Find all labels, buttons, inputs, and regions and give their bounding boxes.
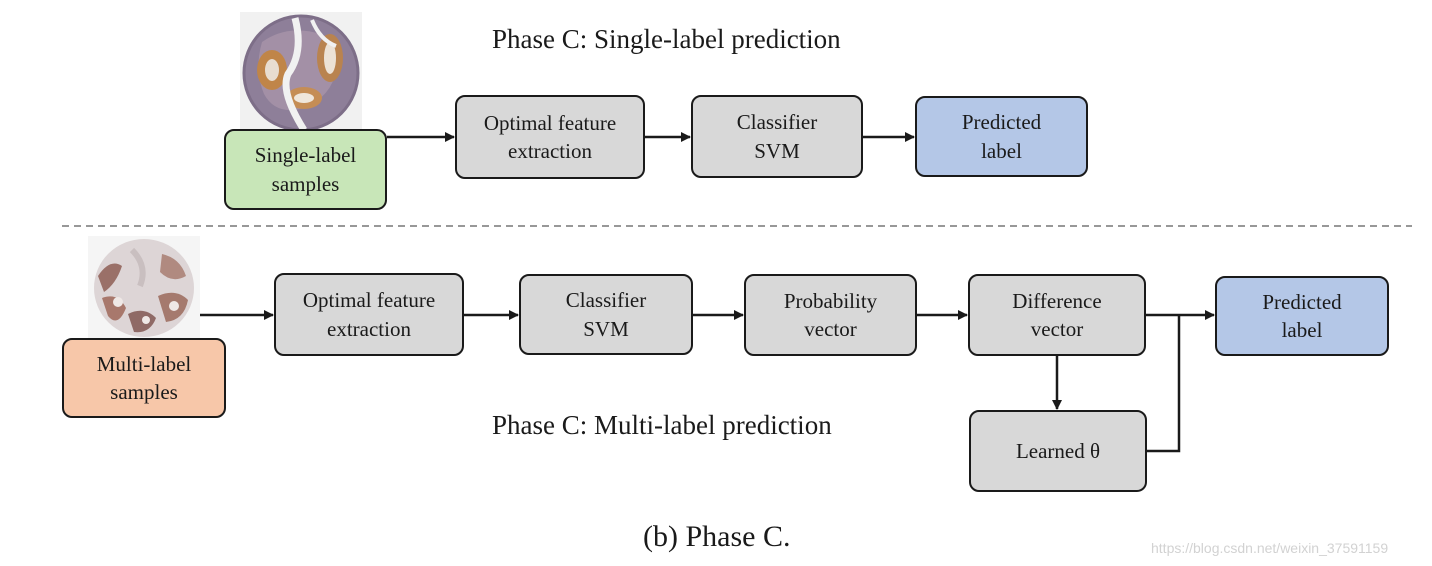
learned-theta-box: Learned θ	[969, 410, 1147, 492]
single-label-phase-title: Phase C: Single-label prediction	[492, 24, 841, 54]
multi-predicted-label-box: Predicted label	[1215, 276, 1389, 356]
single-predicted-label-box: Predicted label	[915, 96, 1088, 177]
multi-label-samples-box: Multi-label samples	[62, 338, 226, 418]
multi-label-tissue-image	[88, 236, 200, 340]
connector-theta-to-output	[1147, 315, 1181, 453]
difference-vector-box: Difference vector	[968, 274, 1146, 356]
watermark-text: https://blog.csdn.net/weixin_37591159	[1151, 540, 1389, 556]
probability-vector-box: Probability vector	[744, 274, 917, 356]
multi-feature-extraction-box: Optimal feature extraction	[274, 273, 464, 356]
single-classifier-svm-box: Classifier SVM	[691, 95, 863, 178]
multi-label-phase-title: Phase C: Multi-label prediction	[492, 410, 832, 440]
single-label-tissue-image	[240, 12, 362, 134]
single-feature-extraction-box: Optimal feature extraction	[455, 95, 645, 179]
single-label-samples-box: Single-label samples	[224, 129, 387, 210]
figure-caption: (b) Phase C.	[643, 520, 791, 553]
multi-classifier-svm-box: Classifier SVM	[519, 274, 693, 355]
